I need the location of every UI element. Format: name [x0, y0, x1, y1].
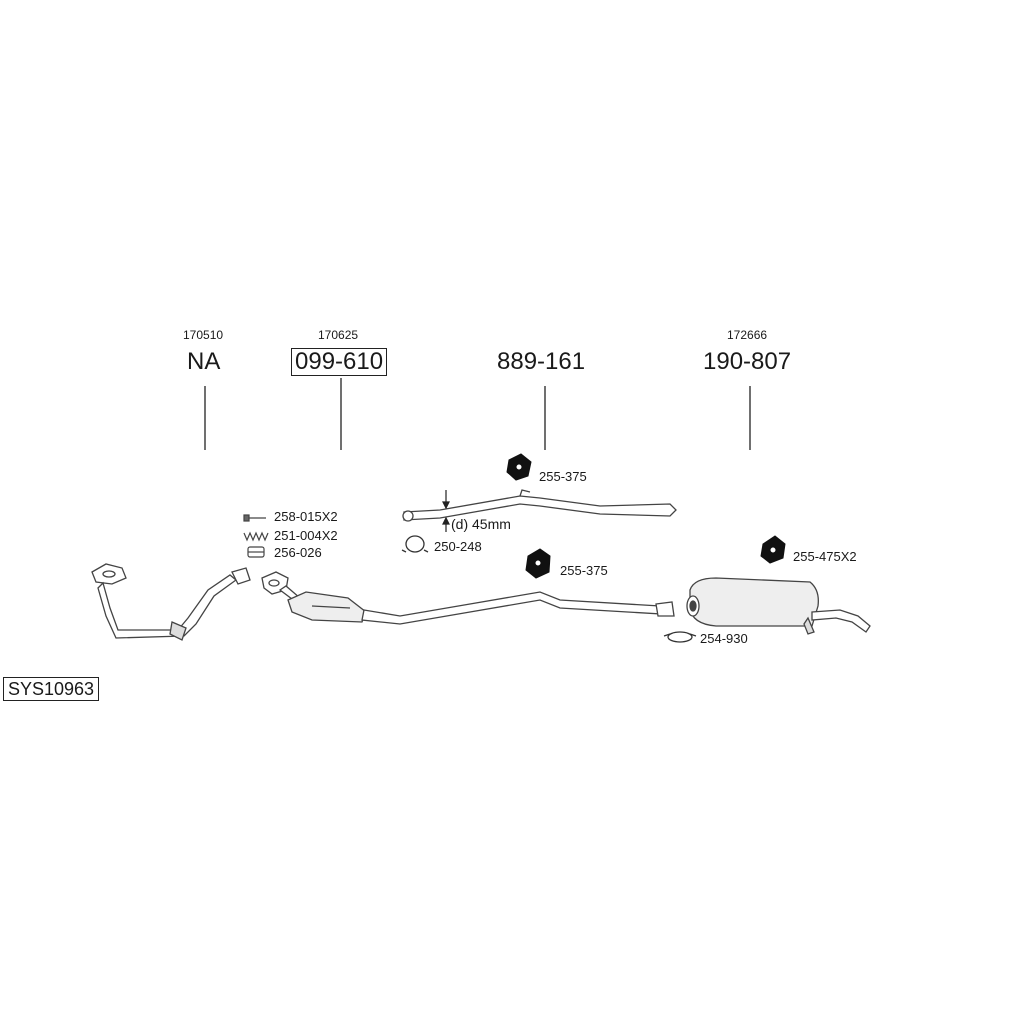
diameter-note: (d) 45mm — [451, 516, 511, 532]
clamp-icons — [401, 535, 697, 643]
catalyst-pipe-drawing — [261, 571, 675, 625]
rear-silencer-drawing — [686, 577, 871, 635]
system-code: SYS10963 — [3, 677, 100, 701]
col4-part-number[interactable]: 190-807 — [703, 348, 792, 375]
ring-icon — [247, 546, 265, 558]
bolt-label[interactable]: 258-015X2 — [274, 509, 338, 524]
col1-ref: 170510 — [183, 328, 224, 342]
col2-ref: 170625 — [318, 328, 359, 342]
bolt-icon — [243, 514, 266, 522]
clamp-mid-icon — [401, 535, 429, 553]
clamp-rear-label[interactable]: 254-930 — [700, 631, 748, 646]
spring-icon — [243, 531, 269, 542]
col4-ref: 172666 — [727, 328, 768, 342]
col1-part-number[interactable]: NA — [187, 348, 221, 375]
hardware-icons — [243, 514, 269, 558]
col3-part-number[interactable]: 889-161 — [497, 348, 586, 375]
hanger-icons — [506, 453, 786, 579]
ring-label[interactable]: 256-026 — [274, 545, 322, 560]
hanger-rear-label[interactable]: 255-475X2 — [793, 549, 857, 564]
front-pipe-drawing — [91, 563, 251, 641]
hanger-mid-label[interactable]: 255-375 — [539, 469, 587, 484]
col2-part-number[interactable]: 099-610 — [291, 348, 388, 376]
diameter-arrows — [442, 490, 450, 532]
clamp-mid-label[interactable]: 250-248 — [434, 539, 482, 554]
clamp-rear-icon — [663, 631, 697, 643]
hanger-center-label[interactable]: 255-375 — [560, 563, 608, 578]
middle-pipe-drawing — [402, 489, 677, 522]
spring-label[interactable]: 251-004X2 — [274, 528, 338, 543]
